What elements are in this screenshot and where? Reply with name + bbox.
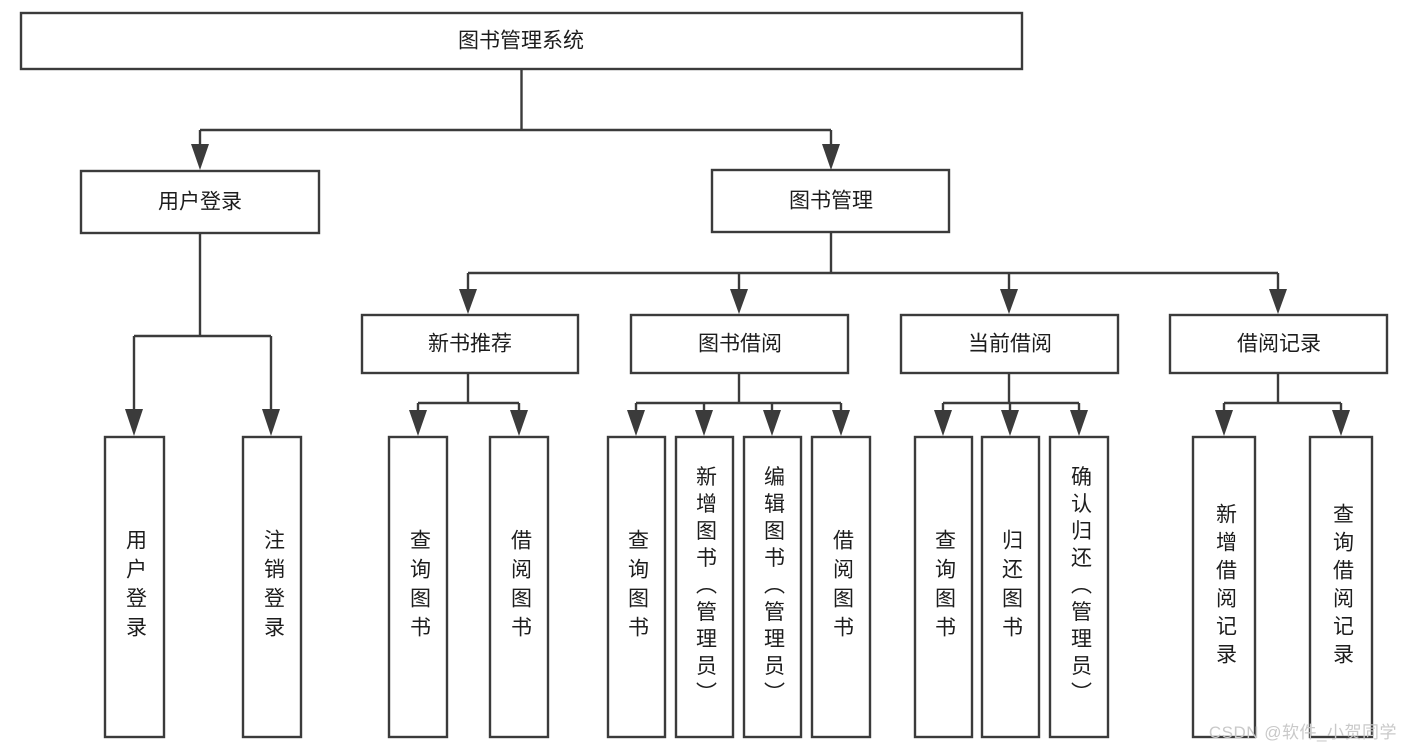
node-leaf-return-book-box[interactable] — [980, 435, 1041, 739]
arrow-to-borrow-record — [1269, 289, 1287, 314]
node-root-label: 图书管理系统 — [458, 30, 584, 53]
arrow-to-leaf-user-login — [125, 409, 143, 436]
arrow-to-leaf-query-book-2 — [627, 410, 645, 436]
node-user-login-label: 用户登录 — [158, 191, 242, 214]
node-leaf-confirm-return-label: 确认归还（管理员） — [1068, 466, 1092, 709]
node-leaf-user-login-label: 用户登录 — [123, 529, 147, 645]
node-borrow-record-box[interactable] — [1168, 313, 1389, 375]
node-root-box[interactable] — [19, 11, 1024, 71]
node-root[interactable]: 图书管理系统 — [19, 11, 1024, 71]
node-leaf-borrow-book-2[interactable]: 借阅图书 — [810, 435, 872, 739]
node-leaf-edit-book[interactable]: 编辑图书（管理员） — [742, 435, 803, 739]
node-leaf-borrow-book-2-label: 借阅图书 — [830, 529, 854, 645]
node-book-manage[interactable]: 图书管理 — [710, 168, 951, 234]
arrow-to-current-borrow — [1000, 289, 1018, 314]
node-user-login-box[interactable] — [79, 169, 321, 235]
node-leaf-query-book-1-label: 查询图书 — [407, 529, 431, 645]
node-book-manage-label: 图书管理 — [789, 190, 873, 213]
node-leaf-query-book-3[interactable]: 查询图书 — [913, 435, 974, 739]
arrow-to-leaf-borrow-book-2 — [832, 410, 850, 436]
csdn-watermark: CSDN @软件_小贺同学 — [1208, 723, 1397, 742]
node-leaf-add-record[interactable]: 新增借阅记录 — [1191, 435, 1257, 739]
node-new-book-recommend[interactable]: 新书推荐 — [360, 313, 580, 375]
node-leaf-return-book[interactable]: 归还图书 — [980, 435, 1041, 739]
node-leaf-user-logout-label: 注销登录 — [261, 529, 285, 645]
edges-group — [125, 69, 1350, 436]
node-new-book-recommend-label: 新书推荐 — [428, 333, 512, 356]
node-leaf-borrow-book-1-label: 借阅图书 — [508, 529, 532, 645]
node-leaf-query-record[interactable]: 查询借阅记录 — [1308, 435, 1374, 739]
arrow-to-user-login — [191, 144, 209, 170]
arrow-to-leaf-query-record — [1332, 410, 1350, 436]
node-leaf-borrow-book-1-box[interactable] — [488, 435, 550, 739]
node-leaf-query-record-box[interactable] — [1308, 435, 1374, 739]
node-leaf-query-book-3-label: 查询图书 — [932, 529, 956, 645]
arrow-to-leaf-add-book — [695, 410, 713, 436]
node-book-borrow-box[interactable] — [629, 313, 850, 375]
node-leaf-user-logout-box[interactable] — [241, 435, 303, 739]
arrow-to-new-book-recommend — [459, 289, 477, 314]
node-leaf-return-book-label: 归还图书 — [999, 529, 1023, 645]
arrow-to-leaf-user-logout — [262, 409, 280, 436]
arrow-to-leaf-query-book-3 — [934, 410, 952, 436]
arrow-to-leaf-query-book-1 — [409, 410, 427, 436]
node-leaf-user-logout[interactable]: 注销登录 — [241, 435, 303, 739]
node-leaf-query-book-3-box[interactable] — [913, 435, 974, 739]
node-current-borrow-box[interactable] — [899, 313, 1120, 375]
node-new-book-recommend-box[interactable] — [360, 313, 580, 375]
node-leaf-user-login[interactable]: 用户登录 — [103, 435, 166, 739]
arrow-to-leaf-borrow-book-1 — [510, 410, 528, 436]
node-leaf-add-record-label: 新增借阅记录 — [1213, 503, 1237, 671]
node-leaf-query-book-1[interactable]: 查询图书 — [387, 435, 449, 739]
node-leaf-query-record-label: 查询借阅记录 — [1330, 503, 1354, 671]
node-leaf-query-book-2-box[interactable] — [606, 435, 667, 739]
node-leaf-borrow-book-1[interactable]: 借阅图书 — [488, 435, 550, 739]
node-leaf-add-book-box[interactable] — [674, 435, 735, 739]
node-borrow-record-label: 借阅记录 — [1237, 333, 1321, 356]
arrow-to-leaf-confirm-return — [1070, 410, 1088, 436]
node-leaf-add-book[interactable]: 新增图书（管理员） — [674, 435, 735, 739]
node-leaf-user-login-box[interactable] — [103, 435, 166, 739]
node-borrow-record[interactable]: 借阅记录 — [1168, 313, 1389, 375]
node-leaf-confirm-return[interactable]: 确认归还（管理员） — [1048, 435, 1110, 739]
arrow-to-leaf-edit-book — [763, 410, 781, 436]
node-book-manage-box[interactable] — [710, 168, 951, 234]
node-book-borrow-label: 图书借阅 — [698, 333, 782, 356]
node-leaf-query-book-1-box[interactable] — [387, 435, 449, 739]
node-leaf-edit-book-label: 编辑图书（管理员） — [761, 466, 785, 709]
node-leaf-add-record-box[interactable] — [1191, 435, 1257, 739]
node-leaf-borrow-book-2-box[interactable] — [810, 435, 872, 739]
node-leaf-add-book-label: 新增图书（管理员） — [693, 466, 717, 709]
node-current-borrow[interactable]: 当前借阅 — [899, 313, 1120, 375]
node-leaf-edit-book-box[interactable] — [742, 435, 803, 739]
node-current-borrow-label: 当前借阅 — [968, 333, 1052, 356]
node-book-borrow[interactable]: 图书借阅 — [629, 313, 850, 375]
arrow-to-book-borrow — [730, 289, 748, 314]
node-leaf-query-book-2-label: 查询图书 — [625, 529, 649, 645]
arrow-to-leaf-return-book — [1001, 410, 1019, 436]
node-leaf-query-book-2[interactable]: 查询图书 — [606, 435, 667, 739]
arrow-to-leaf-add-record — [1215, 410, 1233, 436]
node-user-login[interactable]: 用户登录 — [79, 169, 321, 235]
node-leaf-confirm-return-box[interactable] — [1048, 435, 1110, 739]
arrow-to-book-manage — [822, 144, 840, 170]
